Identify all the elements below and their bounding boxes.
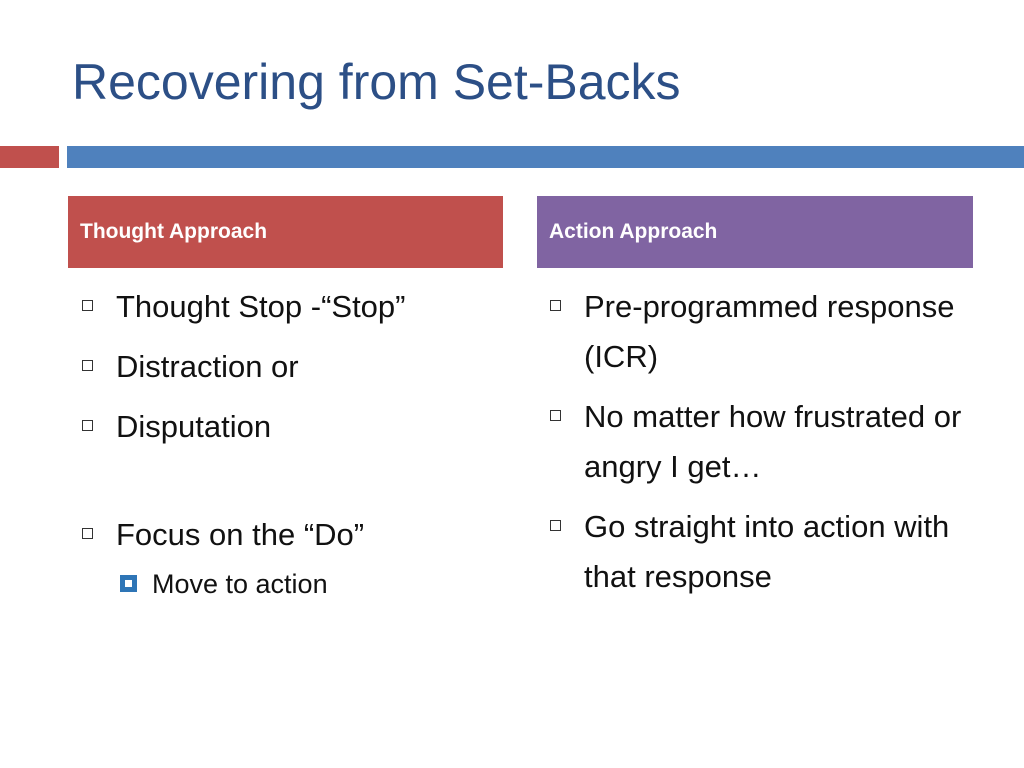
list-item: Distraction or xyxy=(80,342,500,392)
hollow-square-bullet-icon xyxy=(82,360,93,371)
list-item: Disputation xyxy=(80,402,500,452)
list-item: Go straight into action with that respon… xyxy=(548,502,973,602)
hollow-square-bullet-icon xyxy=(550,300,561,311)
accent-bar-right xyxy=(67,146,1024,168)
hollow-square-bullet-icon xyxy=(82,420,93,431)
action-approach-column: Pre-programmed response (ICR) No matter … xyxy=(548,282,973,612)
list-spacer xyxy=(80,462,500,510)
list-item-text: Focus on the “Do” xyxy=(116,517,365,552)
hollow-square-bullet-icon xyxy=(82,300,93,311)
hollow-square-bullet-icon xyxy=(550,410,561,421)
accent-bar-left xyxy=(0,146,59,168)
list-item: Focus on the “Do” xyxy=(80,510,500,560)
list-item-text: Thought Stop -“Stop” xyxy=(116,289,406,324)
hollow-square-bullet-icon xyxy=(550,520,561,531)
list-item-text: Go straight into action with that respon… xyxy=(584,509,950,594)
list-item-text: Disputation xyxy=(116,409,272,444)
list-item: Pre-programmed response (ICR) xyxy=(548,282,973,382)
thought-approach-header: Thought Approach xyxy=(68,196,503,268)
thought-approach-list: Thought Stop -“Stop” Distraction or Disp… xyxy=(80,282,500,560)
action-approach-list: Pre-programmed response (ICR) No matter … xyxy=(548,282,973,602)
sub-list-item: Move to action xyxy=(118,564,500,604)
list-item-text: No matter how frustrated or angry I get… xyxy=(584,399,962,484)
slide-title: Recovering from Set-Backs xyxy=(72,54,681,110)
list-item-text: Distraction or xyxy=(116,349,299,384)
thought-approach-sublist: Move to action xyxy=(80,564,500,604)
thought-approach-column: Thought Stop -“Stop” Distraction or Disp… xyxy=(80,282,500,604)
filled-square-bullet-icon xyxy=(120,575,137,592)
list-item: Thought Stop -“Stop” xyxy=(80,282,500,332)
action-approach-header: Action Approach xyxy=(537,196,973,268)
sub-list-item-text: Move to action xyxy=(152,569,328,599)
list-item-text: Pre-programmed response (ICR) xyxy=(584,289,955,374)
hollow-square-bullet-icon xyxy=(82,528,93,539)
list-item: No matter how frustrated or angry I get… xyxy=(548,392,973,492)
